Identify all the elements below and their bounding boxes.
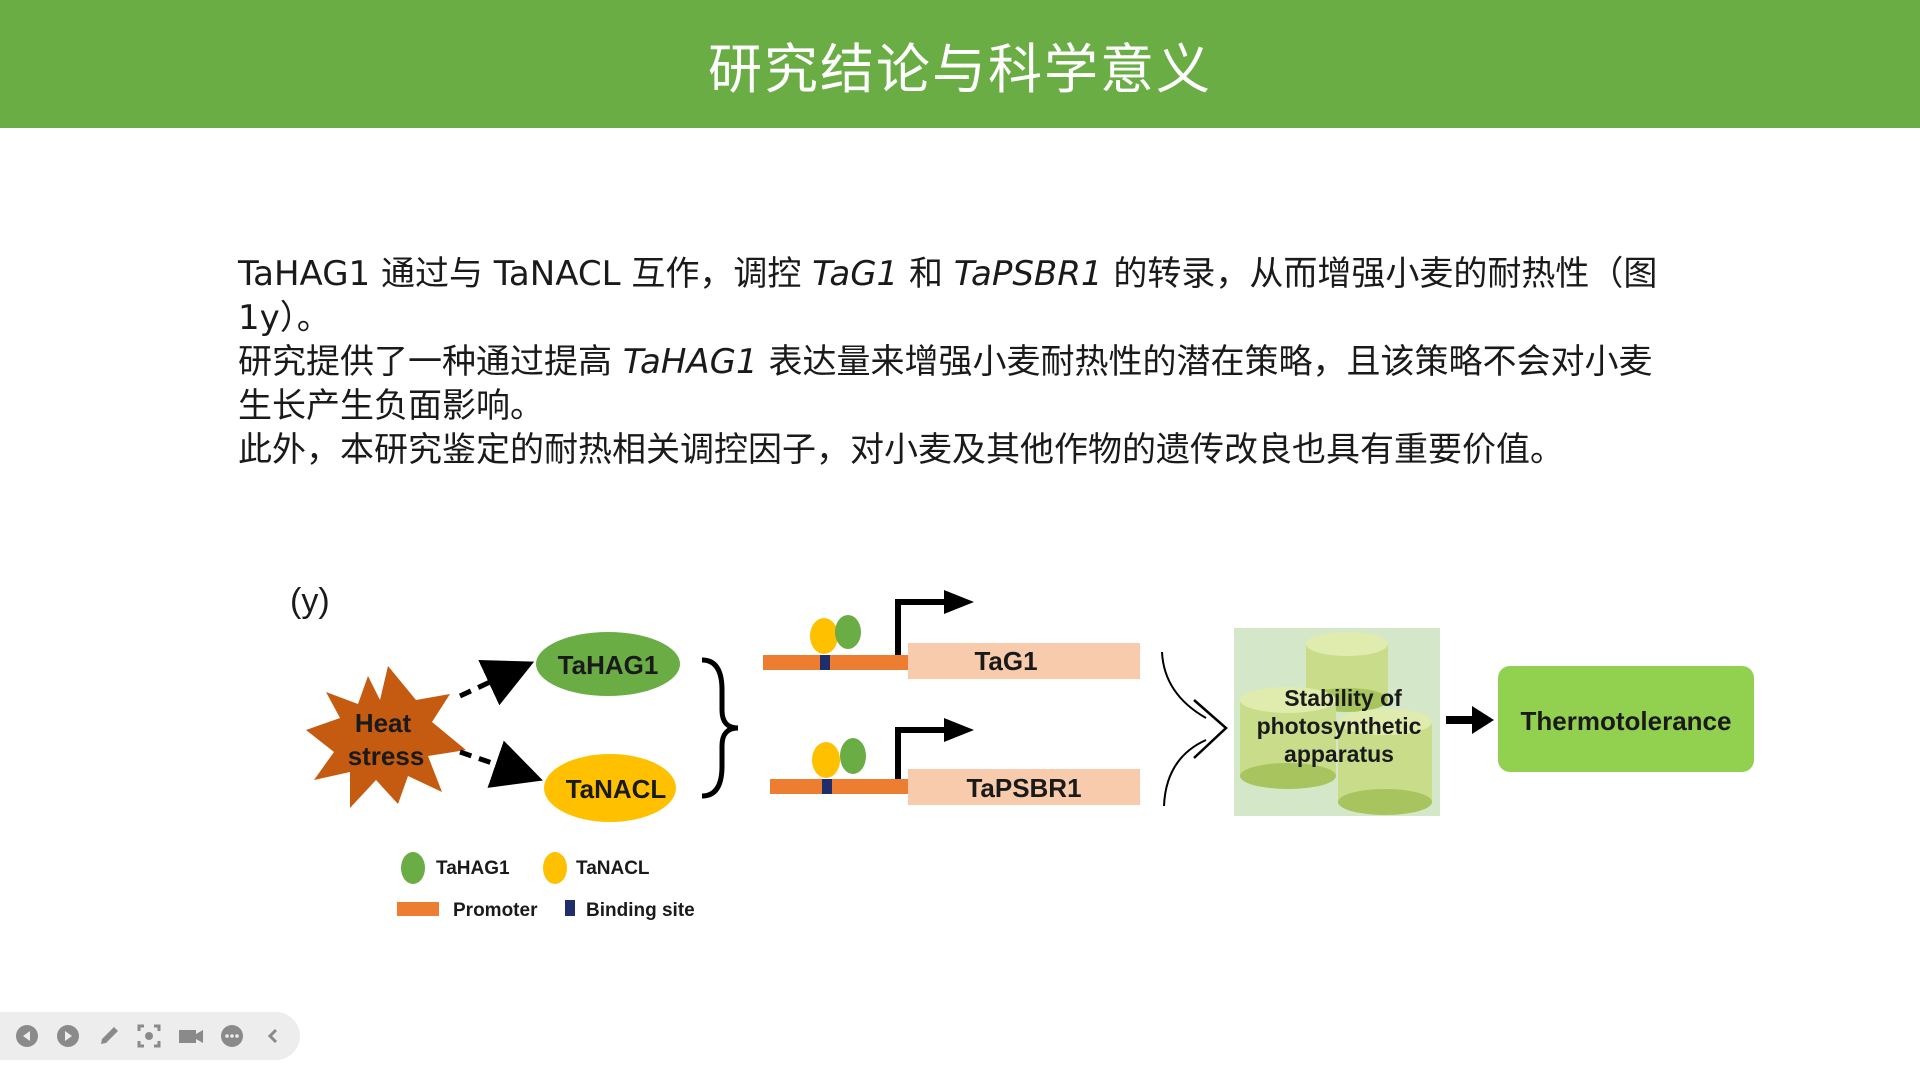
body-text: TaHAG1 通过与 TaNACL 互作，调控 TaG1 和 TaPSBR1 的…	[238, 252, 1678, 472]
converge-arrowhead	[1193, 699, 1228, 759]
paragraph-3: 此外，本研究鉴定的耐热相关调控因子，对小麦及其他作物的遗传改良也具有重要价值。	[238, 428, 1678, 472]
heat-stress-burst	[306, 666, 466, 808]
thermotolerance-box	[1498, 666, 1754, 772]
gene-label-tapsbr1: TaPSBR1	[966, 773, 1081, 803]
binding-site-tag1	[820, 655, 830, 670]
tahag1-node	[536, 632, 680, 696]
gene-box-tapsbr1	[908, 769, 1140, 805]
tss-arrowhead-tag1	[944, 590, 974, 614]
tanacl-bound-tag1	[810, 618, 838, 654]
text-segment: 研究提供了一种通过提高	[238, 342, 623, 382]
legend-tanacl-label: TaNACL	[576, 858, 650, 879]
gene-name: TaHAG1	[622, 342, 758, 382]
title-bar: 研究结论与科学意义	[0, 0, 1920, 128]
text-segment: 此外，本研究鉴定的耐热相关调控因子，对小麦及其他作物的遗传改良也具有重要价值。	[238, 430, 1564, 470]
collapse-icon[interactable]	[259, 1022, 286, 1050]
legend-binding-site-label: Binding site	[586, 900, 695, 921]
thylakoid-stacks-icon	[1240, 632, 1432, 815]
text-segment: 表达量来增强小麦耐热性的潜在策略，且该策略不会对小麦生长产生负面影响。	[238, 342, 1653, 426]
paragraph-2: 研究提供了一种通过提高 TaHAG1 表达量来增强小麦耐热性的潜在策略，且该策略…	[238, 340, 1678, 428]
legend-binding-site-swatch	[565, 900, 575, 916]
tahag1-bound-tapsbr1	[840, 738, 866, 774]
gene-name: TaPSBR1	[953, 254, 1103, 294]
slide-title: 研究结论与科学意义	[708, 37, 1212, 101]
text-segment: TaHAG1 通过与 TaNACL 互作，调控	[238, 254, 813, 294]
promoter-tapsbr1	[770, 779, 908, 794]
tahag1-label: TaHAG1	[558, 650, 659, 680]
legend-promoter-swatch	[397, 902, 439, 916]
dashed-arrow-to-tahag1	[458, 659, 535, 706]
stability-line1: Stability of	[1284, 685, 1402, 711]
tss-arrowhead-tapsbr1	[944, 718, 974, 742]
pen-icon[interactable]	[95, 1022, 122, 1050]
camera-icon[interactable]	[177, 1022, 205, 1050]
tanacl-bound-tapsbr1	[812, 742, 840, 778]
gene-box-tag1	[908, 643, 1140, 679]
text-segment: 和	[898, 254, 954, 294]
promoter-tag1	[763, 655, 908, 670]
presentation-toolbar	[0, 1012, 300, 1060]
gene-label-tag1: TaG1	[974, 646, 1037, 676]
curly-brace	[701, 657, 739, 799]
dashed-arrow-to-tanacl	[459, 740, 543, 788]
tss-arrow-tapsbr1	[895, 727, 946, 779]
heat-stress-line2: stress	[348, 741, 425, 771]
legend-tahag1-label: TaHAG1	[436, 858, 510, 879]
curve-arrow-bottom	[1163, 739, 1207, 807]
heat-stress-line1: Heat	[355, 708, 412, 738]
prev-icon[interactable]	[14, 1022, 41, 1050]
legend-tanacl-swatch	[543, 852, 567, 884]
legend-promoter-label: Promoter	[453, 900, 538, 921]
more-icon[interactable]	[219, 1022, 246, 1050]
curve-arrow-top	[1161, 651, 1207, 719]
focus-icon[interactable]	[136, 1022, 163, 1050]
thermotolerance-label: Thermotolerance	[1521, 706, 1732, 736]
binding-site-tapsbr1	[822, 779, 832, 794]
panel-label: (y)	[290, 582, 330, 620]
tanacl-label: TaNACL	[566, 774, 667, 804]
legend-tahag1-swatch	[401, 852, 425, 884]
play-icon[interactable]	[55, 1022, 82, 1050]
text-segment: 的转录，从而增强小麦的耐热性（图 1y）。	[238, 254, 1658, 338]
arrowhead-thermotolerance	[1472, 706, 1494, 734]
tss-arrow-tag1	[895, 599, 946, 655]
tahag1-bound-tag1	[835, 615, 861, 649]
stability-line3: apparatus	[1284, 741, 1394, 767]
tanacl-node	[544, 754, 676, 822]
stability-line2: photosynthetic	[1257, 713, 1422, 739]
gene-name: TaG1	[812, 254, 899, 294]
paragraph-1: TaHAG1 通过与 TaNACL 互作，调控 TaG1 和 TaPSBR1 的…	[238, 252, 1678, 340]
